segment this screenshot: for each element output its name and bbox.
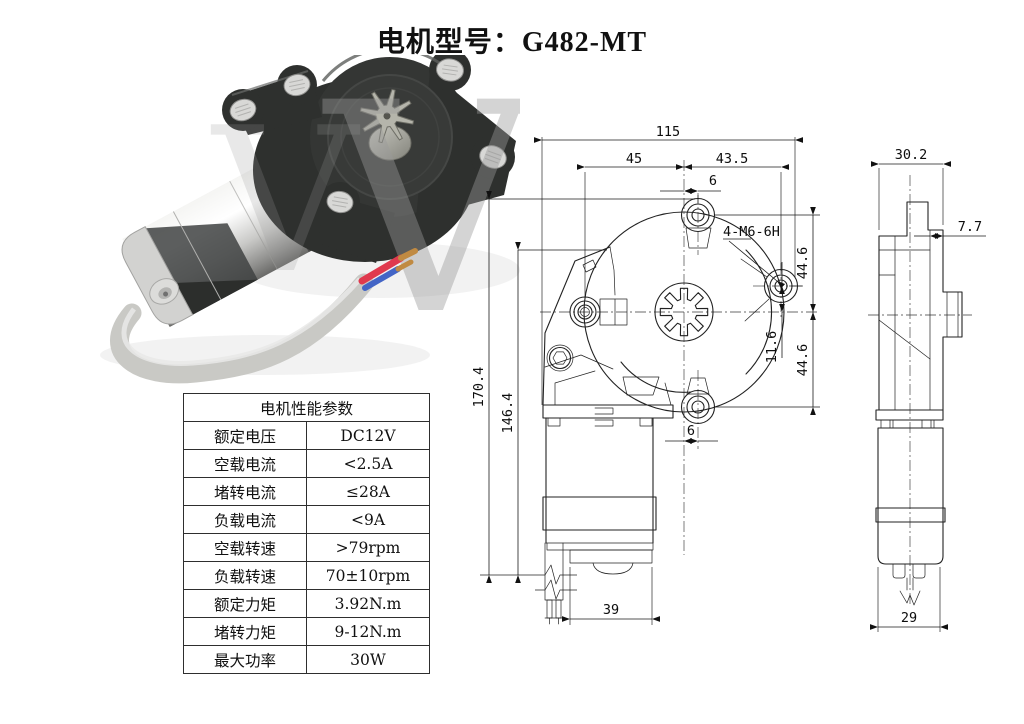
spec-value: <9A — [306, 505, 430, 534]
dimension-texts: 30.2 7.7 29 — [895, 147, 982, 626]
dimension-lines — [869, 161, 986, 630]
mount-washers — [229, 58, 507, 214]
spec-value: DC12V — [306, 421, 430, 450]
dim-lower-right: 44.6 — [795, 344, 811, 377]
table-title: 电机性能参数 — [183, 393, 430, 422]
dim-body-height: 146.4 — [500, 393, 516, 434]
dim-width: 30.2 — [895, 147, 928, 163]
dim-upper-right: 44.6 — [795, 247, 811, 280]
spec-label: 最大功率 — [183, 645, 307, 674]
front-view-drawing: 115 45 43.5 6 4-M6-6H 44.6 44.6 11.6 170… — [471, 124, 820, 625]
dim-center-to-right: 43.5 — [716, 151, 749, 167]
page-title: 电机型号：G482-MT — [376, 27, 648, 58]
table-row: 空载电流<2.5A — [183, 449, 430, 478]
gear-spline — [659, 287, 709, 337]
spec-value: ≤28A — [306, 477, 430, 506]
dim-bottom-width: 29 — [901, 610, 917, 626]
break-lines — [480, 564, 577, 600]
extension-lines — [877, 168, 944, 632]
lead-wires — [358, 248, 418, 291]
dim-overall-width: 115 — [656, 124, 680, 140]
dim-bottom-hole-offset: 6 — [687, 423, 695, 439]
wire-red — [358, 254, 405, 285]
pinion-gear — [359, 88, 415, 161]
dim-plate-thickness: 7.7 — [958, 219, 982, 235]
spec-label: 空载电流 — [183, 449, 307, 478]
side-view-drawing: 30.2 7.7 29 — [868, 147, 986, 632]
dimension-lines — [486, 137, 816, 622]
side-outline — [875, 201, 963, 606]
product-photo: V V — [100, 55, 520, 384]
dim-overall-height: 170.4 — [471, 367, 487, 408]
table-header-row: 电机性能参数 — [183, 393, 430, 422]
power-cable — [110, 273, 374, 384]
extension-lines — [489, 137, 820, 625]
spec-label: 负载电流 — [183, 505, 307, 534]
spec-label: 空载转速 — [183, 533, 307, 562]
spec-value: 30W — [306, 645, 430, 674]
spec-label: 额定力矩 — [183, 589, 307, 618]
copper-terminal — [398, 248, 418, 261]
table-row: 负载电流<9A — [183, 505, 430, 534]
spec-label: 额定电压 — [183, 421, 307, 450]
center-lines — [868, 175, 972, 605]
svg-text:V: V — [211, 85, 361, 318]
thread-callout: 4-M6-6H — [723, 224, 780, 240]
dimension-texts: 115 45 43.5 6 4-M6-6H 44.6 44.6 11.6 170… — [471, 124, 811, 618]
end-cap — [121, 225, 194, 325]
spec-value: 70±10rpm — [306, 561, 430, 590]
spec-label: 负载转速 — [183, 561, 307, 590]
gearbox-outline — [542, 197, 799, 625]
spec-value: 3.92N.m — [306, 589, 430, 618]
spec-value: >79rpm — [306, 533, 430, 562]
spec-value: 9-12N.m — [306, 617, 430, 646]
spec-label: 堵转电流 — [183, 477, 307, 506]
spec-value: <2.5A — [306, 449, 430, 478]
dim-left-to-center: 45 — [626, 151, 642, 167]
dim-cap-width: 39 — [603, 602, 619, 618]
table-row: 空载转速>79rpm — [183, 533, 430, 562]
wire-blue — [362, 266, 401, 291]
dim-top-hole-offset: 6 — [709, 173, 717, 189]
copper-terminal — [395, 259, 414, 272]
spec-label: 堵转力矩 — [183, 617, 307, 646]
table-row: 堵转电流≤28A — [183, 477, 430, 506]
dim-center-offset: 11.6 — [764, 331, 780, 364]
